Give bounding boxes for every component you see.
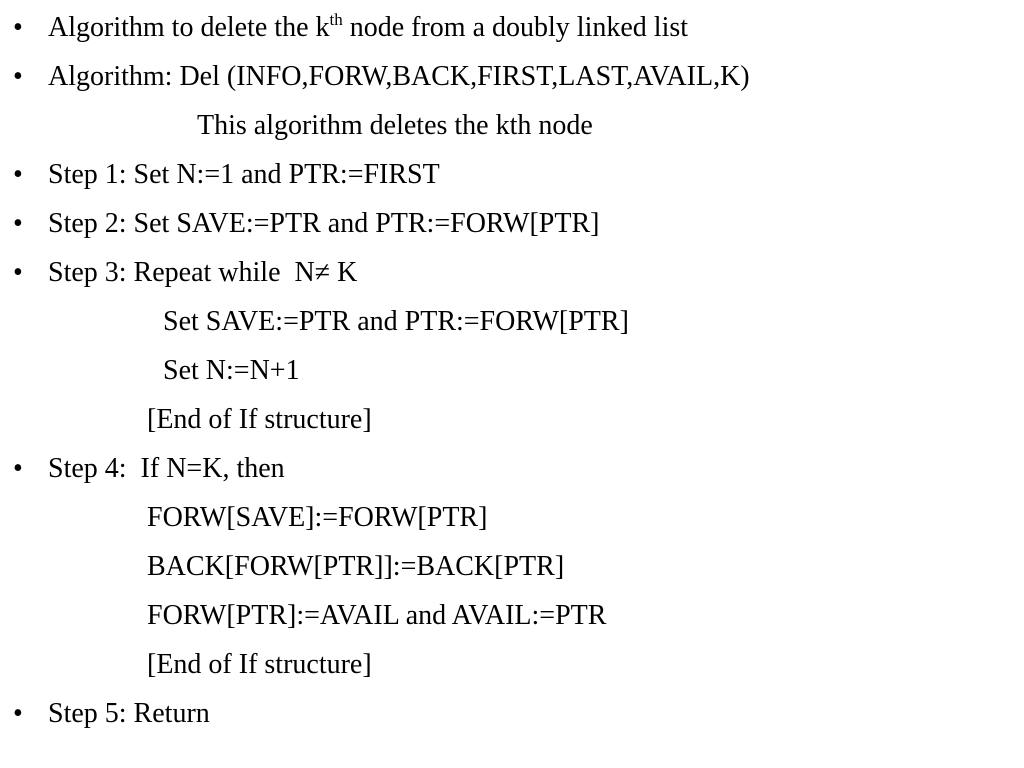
bullet-marker: • [13, 257, 23, 288]
step-3-body-line: Set SAVE:=PTR and PTR:=FORW[PTR] [163, 306, 629, 337]
bullet-marker: • [13, 159, 23, 190]
title-text-before: Algorithm to delete the k [48, 12, 330, 43]
bullet-marker: • [13, 208, 23, 239]
step-5: Step 5: Return [48, 698, 210, 729]
title-text-after: node from a doubly linked list [342, 12, 689, 43]
title-superscript: th [329, 10, 343, 29]
step-4-header: Step 4: If N=K, then [48, 453, 285, 484]
title-line: Algorithm to delete the kth node from a … [48, 11, 688, 45]
step-3-header: Step 3: Repeat while N≠ K [48, 257, 358, 288]
step-1: Step 1: Set N:=1 and PTR:=FIRST [48, 159, 440, 190]
step-2: Step 2: Set SAVE:=PTR and PTR:=FORW[PTR] [48, 208, 600, 239]
bullet-marker: • [13, 453, 23, 484]
step-4-body-line: FORW[PTR]:=AVAIL and AVAIL:=PTR [147, 600, 607, 631]
step-4-body-line: FORW[SAVE]:=FORW[PTR] [147, 502, 488, 533]
bullet-marker: • [13, 12, 23, 43]
bullet-marker: • [13, 61, 23, 92]
bullet-marker: • [13, 698, 23, 729]
step-3-body-line: Set N:=N+1 [163, 355, 300, 386]
step-4-body-line: BACK[FORW[PTR]]:=BACK[PTR] [147, 551, 565, 582]
algorithm-description: This algorithm deletes the kth node [197, 110, 593, 141]
step-3-end: [End of If structure] [147, 404, 372, 435]
step-4-end: [End of If structure] [147, 649, 372, 680]
algorithm-signature: Algorithm: Del (INFO,FORW,BACK,FIRST,LAS… [48, 61, 750, 92]
